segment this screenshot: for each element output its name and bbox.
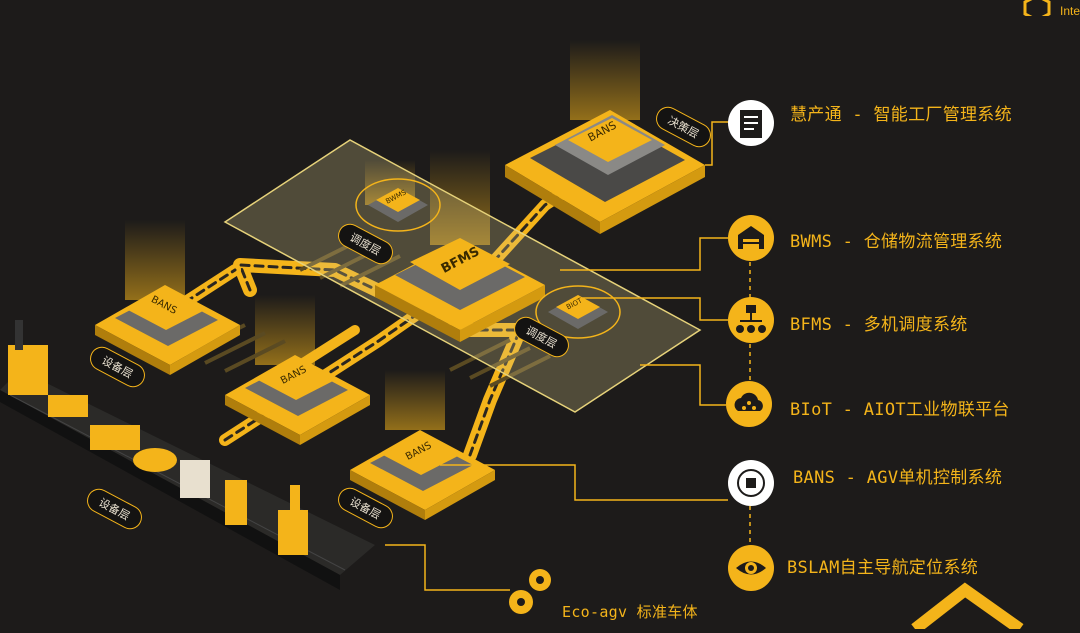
leader-lines (385, 121, 751, 591)
cloud-icon (726, 381, 772, 427)
chip-small-left (355, 178, 441, 232)
eye-icon (728, 545, 774, 591)
agv-vehicles (8, 320, 308, 555)
clipboard-icon (728, 100, 774, 146)
chip-left (95, 285, 240, 375)
brand-hex-icon (1023, 0, 1051, 16)
system-label-bfms: BFMS - 多机调度系统 (790, 315, 968, 335)
warehouse-icon (728, 215, 774, 261)
brain-chip-icon (728, 460, 774, 506)
chip-bfms (375, 238, 545, 342)
corner-chevron (911, 582, 1024, 633)
eco-agv-label: Eco-agv 标准车体 (562, 603, 698, 621)
chip-top (505, 110, 705, 234)
system-label-bwms: BWMS - 仓储物流管理系统 (790, 232, 1003, 252)
chip-small-right (535, 285, 621, 339)
network-icon (728, 297, 774, 343)
glow-beams (125, 40, 640, 430)
system-label-bslam: BSLAM自主导航定位系统 (787, 558, 979, 578)
system-label-biot: BIoT - AIOT工业物联平台 (790, 400, 1010, 420)
chip-lower (350, 430, 495, 520)
chip-mid (225, 355, 370, 445)
system-label-bans: BANS - AGV单机控制系统 (793, 468, 1003, 488)
gears-icon (505, 560, 555, 620)
system-label-hct: 慧产通 - 智能工厂管理系统 (790, 105, 1012, 125)
